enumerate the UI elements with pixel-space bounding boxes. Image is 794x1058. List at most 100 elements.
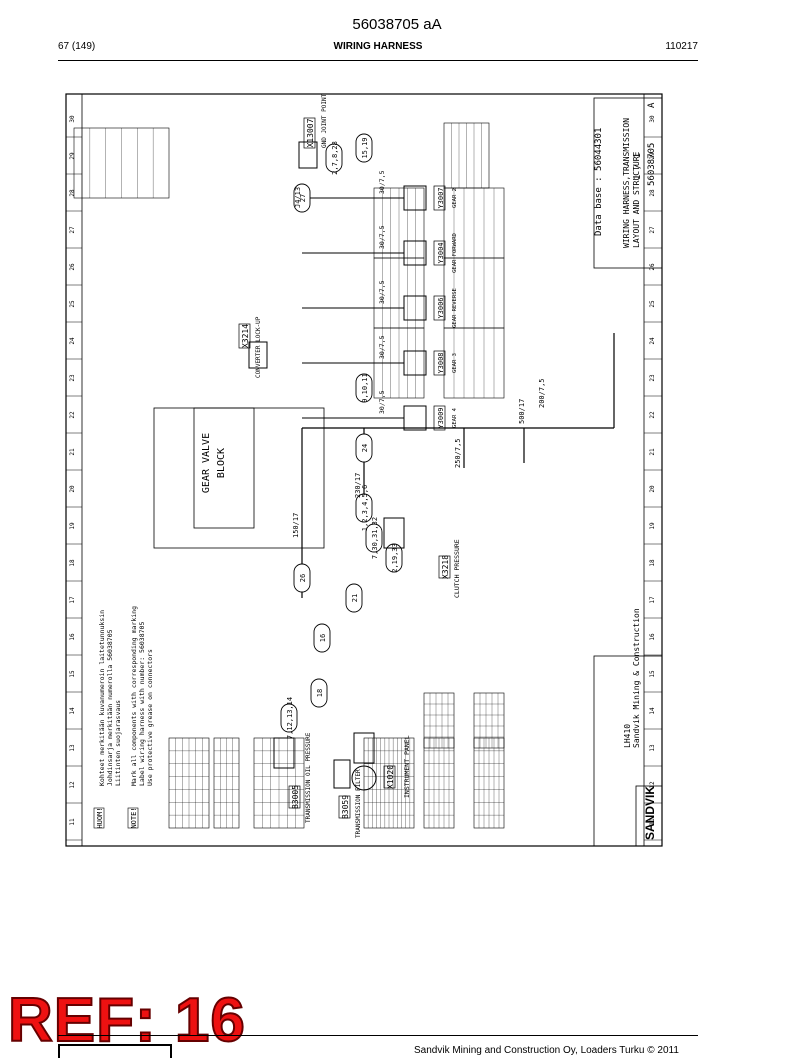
grid-number: 21: [69, 448, 76, 456]
huom-line-3: Liitinten suojarasvaus: [114, 700, 122, 786]
note-line-2: Label wiring harness with number: 560387…: [138, 622, 146, 786]
grid-number: 13: [69, 744, 76, 752]
grid-number: 22: [69, 411, 76, 419]
wire-table-7: [423, 692, 455, 749]
section-title: WIRING HARNESS: [333, 41, 423, 52]
connector-x13007: X13007 GND JOINT POINT J4/13: [294, 93, 328, 208]
balloon-label: 27: [299, 194, 307, 202]
balloon-label: 24: [361, 444, 369, 452]
brand-logo: SANDVIK: [643, 786, 657, 840]
grid-number: 11: [649, 818, 656, 826]
balloon: [293, 183, 311, 213]
grid-number: 24: [69, 337, 76, 345]
wire-table-8: [473, 692, 505, 749]
grid-number: 19: [649, 522, 656, 530]
valve-label: GEAR FORWARD: [452, 233, 458, 273]
note-label: NOTE!: [130, 807, 138, 828]
b3005-tag: B3005: [291, 785, 300, 809]
wire-size-label: 30/7,5: [378, 225, 386, 249]
huom-label-box: [93, 807, 105, 829]
balloon: [313, 623, 331, 653]
length-230: 230/17: [354, 473, 362, 498]
wire-table-6: [473, 737, 505, 829]
connector-b3005: B3005 TRANSMISSION OIL PRESSURE: [273, 732, 312, 823]
x13007-label: GND JOINT POINT: [321, 93, 328, 148]
balloon: [355, 373, 373, 403]
grid-number: 21: [649, 448, 656, 456]
gear-block-title-2: BLOCK: [216, 448, 227, 478]
b3005-label: TRANSMISSION OIL PRESSURE: [305, 732, 312, 823]
wiring-diagram: 1112131415161718192021222324252627282930…: [65, 93, 663, 847]
page-number: 67 (149): [58, 41, 96, 52]
huom-line-1: Kohteet merkitään kuvanumeroin laitetunn…: [98, 610, 106, 786]
footer-divider: [58, 1035, 698, 1036]
sheet-number: 1 / 1: [633, 153, 643, 180]
grid-number: 25: [69, 300, 76, 308]
drawing-title-2: LAYOUT AND STRUCTURE: [632, 151, 641, 248]
grid-number: 27: [69, 226, 76, 234]
valve-tag: Y3004: [437, 242, 445, 263]
grid-number: 27: [649, 226, 656, 234]
length-200: 200/7,5: [538, 378, 546, 408]
balloon-label: 7,12,13,14: [286, 697, 294, 739]
valve-label: GEAR 3: [452, 353, 458, 373]
grid-number: 11: [69, 818, 76, 826]
grid-number: 15: [69, 670, 76, 678]
grid-number: 23: [649, 374, 656, 382]
wire-table-2: [213, 737, 240, 829]
wire-table-5: [423, 737, 455, 829]
valve-tag-box: [433, 240, 446, 266]
valve-tag: Y3007: [437, 187, 445, 208]
grid-number: 14: [649, 707, 656, 715]
wire-size-label: 30/7,5: [378, 335, 386, 359]
gear-block-title-1: GEAR VALVE: [201, 433, 212, 493]
table-frame: [423, 692, 455, 749]
grid-number: 26: [69, 263, 76, 271]
reference-balloons: 7,12,13,14181621262,19,337,30,31,321,2,3…: [280, 133, 403, 739]
footer-logo: [58, 1044, 172, 1058]
balloon-label: 15,19: [361, 137, 369, 158]
balloon-label: 18: [316, 689, 324, 697]
valve-connector-body: [403, 405, 427, 431]
grid-number: 18: [649, 559, 656, 567]
balloon-label: 26: [299, 574, 307, 582]
x3214-label: CONVERTER LOCK-UP: [255, 316, 262, 378]
balloon: [355, 133, 373, 163]
company-label: Sandvik Mining & Construction: [632, 608, 641, 748]
balloon: [365, 523, 383, 553]
title-box: [593, 97, 663, 269]
valve-tag: Y3009: [437, 407, 445, 428]
grid-number: 20: [69, 485, 76, 493]
b3059-tag: B3059: [341, 795, 350, 819]
grid-number: 18: [69, 559, 76, 567]
wire-table-3: [253, 737, 305, 829]
valve-connector-body: [403, 240, 427, 266]
x3214-tag: X3214: [241, 324, 250, 348]
valve-label: GEAR 4: [452, 407, 458, 428]
length-150: 150/17: [292, 513, 300, 538]
valve-label: GEAR 2: [452, 188, 458, 208]
balloon: [280, 703, 298, 733]
grid-number: 23: [69, 374, 76, 382]
grid-number: 29: [69, 152, 76, 160]
huom-line-2: Johdinsarja merkitään numerolla 56038705: [106, 629, 114, 786]
x1020-label: INSTRUMENT PANEL: [403, 735, 411, 798]
drawing-number: 56038705: [647, 143, 657, 186]
grid-number: 28: [649, 189, 656, 197]
connector-b3059: B3059 TRANSMISSION FILTER: [333, 759, 362, 838]
grid-number: 12: [649, 781, 656, 789]
balloon: [355, 493, 373, 523]
grid-number: 13: [649, 744, 656, 752]
connector-x3214: X3214 CONVERTER LOCK-UP: [238, 316, 268, 378]
x1020-tag: X1020: [386, 765, 395, 789]
grid-number: 26: [649, 263, 656, 271]
grid-number: 28: [69, 189, 76, 197]
header-divider: [58, 60, 698, 61]
note-line-3: Use protective grease on connectors: [146, 649, 154, 786]
grid-number: 25: [649, 300, 656, 308]
gear-valve-block: GEAR VALVE BLOCK: [153, 407, 325, 549]
balloon: [345, 583, 363, 613]
j4-tag: J4/13: [294, 187, 302, 208]
